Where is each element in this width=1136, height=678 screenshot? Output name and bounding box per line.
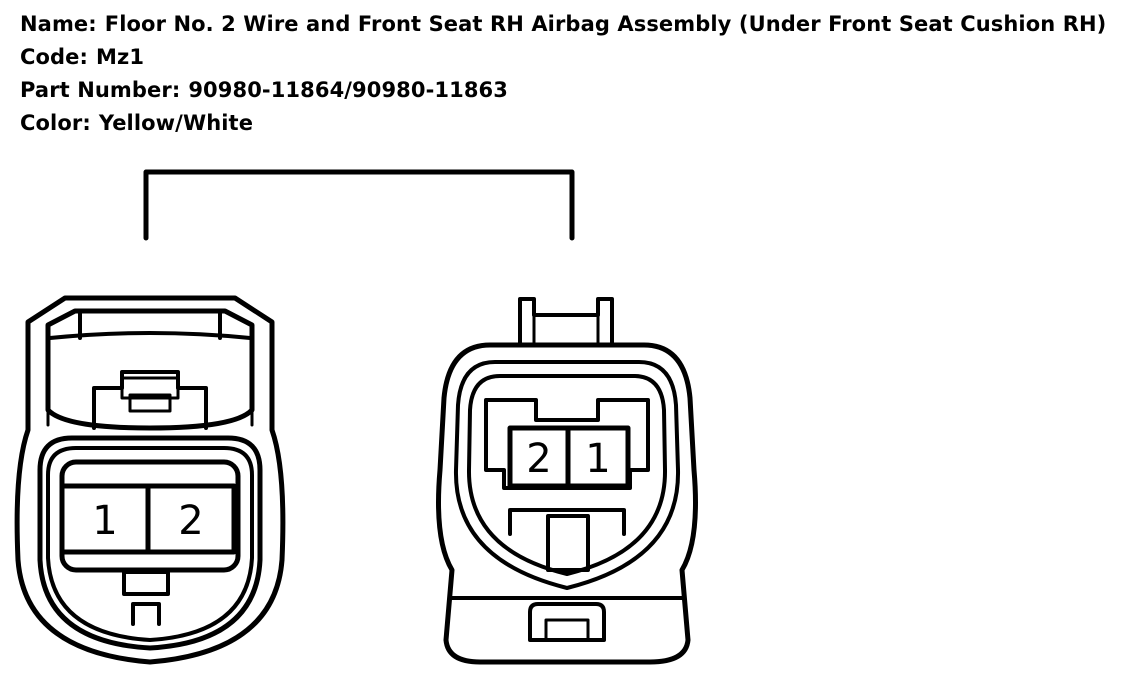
code-value: Mz1 xyxy=(96,45,145,69)
right-pin-1-box xyxy=(565,425,631,489)
color-line: Color: Yellow/White xyxy=(20,107,1106,140)
part-number-line: Part Number: 90980-11864/90980-11863 xyxy=(20,74,1106,107)
code-line: Code: Mz1 xyxy=(20,41,1106,74)
left-lower-key xyxy=(122,570,170,596)
right-inner-shell-2 xyxy=(466,374,668,576)
part-number-value: 90980-11864/90980-11863 xyxy=(188,78,508,102)
right-cavity-housing xyxy=(484,398,650,490)
left-bottom-tab xyxy=(131,602,161,626)
right-lower-key xyxy=(508,508,626,536)
name-value: Floor No. 2 Wire and Front Seat RH Airba… xyxy=(104,12,1107,36)
color-value: Yellow/White xyxy=(98,111,254,135)
right-inner-shell xyxy=(453,360,681,590)
code-label: Code: xyxy=(20,45,89,69)
left-connector xyxy=(14,295,286,665)
name-label: Name: xyxy=(20,12,97,36)
right-outer-shell xyxy=(436,342,698,665)
right-bottom-tab xyxy=(528,602,606,642)
right-pin-1-label: 1 xyxy=(585,436,610,482)
left-inner-shell-2 xyxy=(46,446,254,642)
left-pin-2-label: 2 xyxy=(178,498,203,544)
left-outer-shell xyxy=(14,295,286,665)
connector-info: Name: Floor No. 2 Wire and Front Seat RH … xyxy=(20,8,1106,140)
mating-bracket xyxy=(143,169,575,241)
left-inner-shell xyxy=(37,435,263,651)
right-connector xyxy=(436,297,698,665)
left-latch xyxy=(92,370,208,430)
left-pin-2-box xyxy=(145,483,237,555)
color-label: Color: xyxy=(20,111,91,135)
left-pin-1-label: 1 xyxy=(92,498,117,544)
right-pin-2-label: 2 xyxy=(526,436,551,482)
part-number-label: Part Number: xyxy=(20,78,181,102)
right-top-tab xyxy=(518,297,614,347)
name-line: Name: Floor No. 2 Wire and Front Seat RH … xyxy=(20,8,1106,41)
